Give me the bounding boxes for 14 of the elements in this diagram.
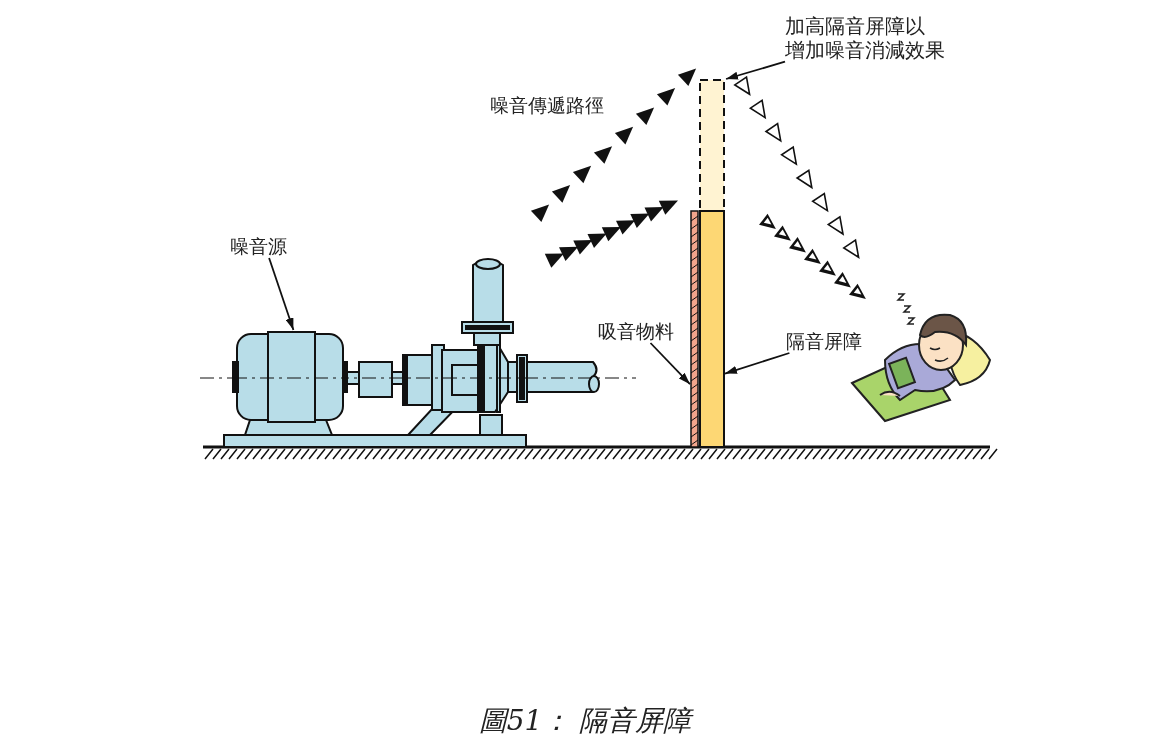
callout-text: 隔音屏障 bbox=[786, 329, 868, 353]
raised-barrier-outline bbox=[699, 79, 725, 210]
barrier-panel bbox=[699, 210, 725, 447]
motor-drawing bbox=[233, 330, 347, 435]
callout-text: 噪音源 bbox=[230, 234, 300, 258]
figure-caption: 圖51： 隔音屏障 bbox=[478, 704, 692, 737]
leader-arrow bbox=[725, 60, 786, 80]
leader-arrow bbox=[649, 342, 691, 386]
callout-text: 吸音物料 bbox=[598, 319, 680, 343]
leader-arrow bbox=[724, 352, 791, 375]
absorber-strip bbox=[690, 210, 699, 447]
callout-text: 加高隔音屏障以增加噪音消減效果 bbox=[785, 14, 947, 62]
label-text: 噪音傳遞路徑 bbox=[490, 93, 604, 117]
leader-arrow bbox=[268, 257, 295, 331]
